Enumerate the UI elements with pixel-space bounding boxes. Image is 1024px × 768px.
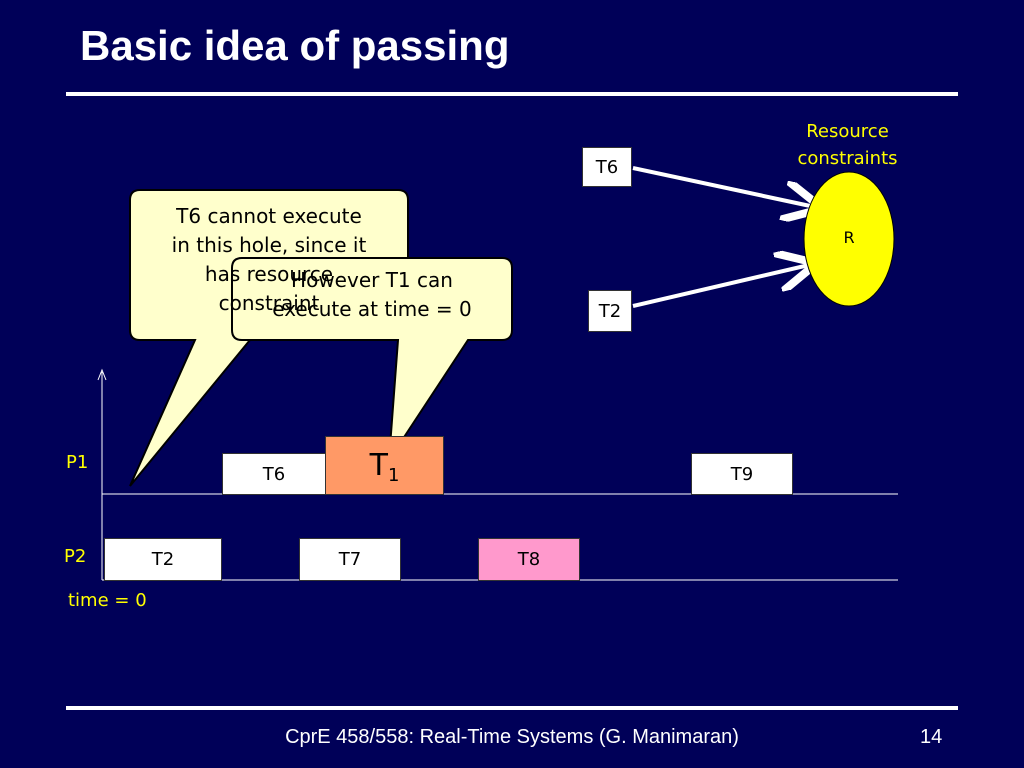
p1-task-t9: T9: [691, 453, 793, 495]
title-divider: [66, 92, 958, 96]
arrow-t6-to-r: [632, 166, 815, 207]
resource-label: R: [843, 228, 855, 247]
callout-text-2: However T1 can execute at time = 0: [272, 268, 472, 321]
callout-bubble-2: [231, 257, 513, 464]
resource-task-t2: T2: [588, 290, 632, 332]
t1-subscript: 1: [387, 465, 400, 486]
processor-label-p2: P2: [64, 546, 87, 567]
arrow-t2-to-r: [632, 265, 809, 308]
resource-constraints-label: Resource constraints: [797, 121, 898, 169]
resource-task-t6: T6: [582, 147, 632, 187]
p2-task-t7: T7: [299, 538, 401, 581]
footer-course-label: CprE 458/558: Real-Time Systems (G. Mani…: [285, 726, 739, 748]
axis-arrow-icon: [97, 368, 107, 381]
p2-task-t2: T2: [104, 538, 222, 581]
time-zero-label: time = 0: [68, 590, 147, 611]
slide-title: Basic idea of passing: [80, 22, 510, 69]
t1-label: T: [369, 448, 388, 483]
p2-task-t8: T8: [478, 538, 580, 581]
processor-label-p1: P1: [66, 452, 89, 473]
p1-task-t6: T6: [222, 453, 326, 495]
footer-divider: [66, 706, 958, 710]
page-number: 14: [920, 726, 943, 748]
resource-circle: [803, 171, 895, 307]
callout-text-1: T6 cannot execute in this hole, since it…: [171, 204, 367, 315]
